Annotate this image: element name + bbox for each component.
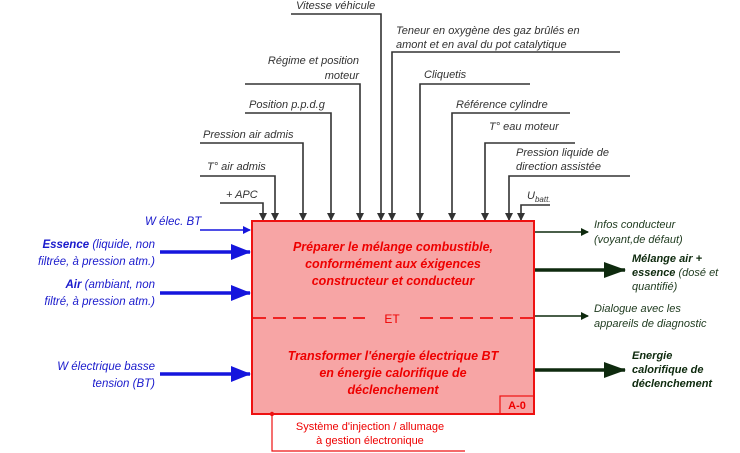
label-welec-basse-line2: tension (BT) bbox=[92, 378, 155, 390]
input-arrows bbox=[160, 226, 251, 382]
box-top-line2: conformément aux éxigences bbox=[305, 257, 481, 271]
label-t-air: T° air admis bbox=[207, 161, 266, 173]
air-rest: (ambiant, non bbox=[81, 279, 155, 291]
mechanism: Système d'injection / allumage à gestion… bbox=[269, 411, 465, 452]
label-regime-line1: Régime et position bbox=[268, 55, 359, 67]
label-air-line2: filtré, à pression atm.) bbox=[44, 296, 155, 308]
label-apc: + APC bbox=[226, 189, 258, 201]
control-labels: Vitesse véhicule Teneur en oxygène des g… bbox=[203, 0, 609, 204]
control-line-apc bbox=[220, 202, 267, 221]
control-line-teneur bbox=[388, 51, 620, 221]
label-teneur-line2: amont et en aval du pot catalytique bbox=[396, 39, 567, 51]
label-cliquetis: Cliquetis bbox=[424, 69, 467, 81]
control-line-pression-liquide bbox=[505, 175, 630, 221]
label-pression-liquide-line1: Pression liquide de bbox=[516, 147, 609, 159]
control-line-pression-air bbox=[200, 142, 307, 221]
output-arrows bbox=[535, 228, 626, 378]
control-line-reference-cylindre bbox=[448, 112, 570, 221]
air-bold: Air bbox=[65, 279, 83, 291]
control-line-t-air bbox=[200, 175, 279, 221]
essence-bold: Essence bbox=[42, 239, 89, 251]
label-pression-liquide-line2: direction assistée bbox=[516, 161, 601, 173]
label-melange-line3: quantifié) bbox=[632, 281, 678, 293]
et-label: ET bbox=[384, 312, 400, 326]
label-welec-bt: W élec. BT bbox=[145, 216, 202, 228]
label-t-eau: T° eau moteur bbox=[489, 121, 560, 133]
box-ref-frame bbox=[499, 395, 535, 415]
label-essence-line2: filtrée, à pression atm.) bbox=[38, 256, 155, 268]
box-top-line1: Préparer le mélange combustible, bbox=[293, 240, 493, 254]
control-arrows bbox=[200, 13, 630, 221]
label-melange-line1: Mélange air + bbox=[632, 253, 703, 265]
label-melange-line2: essence (dosé et bbox=[632, 267, 719, 279]
label-regime-line2: moteur bbox=[325, 70, 361, 82]
melange-rest2: (dosé et bbox=[675, 267, 719, 279]
label-infos-line1: Infos conducteur bbox=[594, 219, 677, 231]
input-labels: W élec. BT Essence (liquide, non filtrée… bbox=[38, 216, 202, 390]
label-pression-air: Pression air admis bbox=[203, 129, 294, 141]
ubatt-main: U bbox=[527, 190, 535, 202]
control-line-regime bbox=[245, 83, 364, 221]
control-line-vitesse bbox=[291, 13, 385, 221]
mechanism-dot bbox=[269, 411, 275, 417]
function-box: ET Préparer le mélange combustible, conf… bbox=[251, 220, 535, 415]
label-teneur-line1: Teneur en oxygène des gaz brûlés en bbox=[396, 25, 580, 37]
label-mechanism-line1: Système d'injection / allumage bbox=[296, 421, 444, 433]
control-line-cliquetis bbox=[416, 83, 530, 221]
label-energie-line3: déclenchement bbox=[632, 378, 713, 390]
label-welec-basse-line1: W électrique basse bbox=[57, 361, 155, 373]
label-energie-line1: Energie bbox=[632, 350, 672, 362]
label-position-ppdg: Position p.p.d.g bbox=[249, 99, 326, 111]
box-bottom-line1: Transformer l'énergie électrique BT bbox=[288, 349, 500, 363]
label-infos-line2: (voyant,de défaut) bbox=[594, 234, 683, 246]
control-line-ubatt bbox=[517, 204, 550, 221]
output-labels: Infos conducteur (voyant,de défaut) Méla… bbox=[594, 219, 719, 390]
control-line-position-ppdg bbox=[245, 112, 335, 221]
label-dialogue-line2: appareils de diagnostic bbox=[594, 318, 707, 330]
label-energie-line2: calorifique de bbox=[632, 364, 704, 376]
box-ref-label: A-0 bbox=[508, 400, 526, 412]
label-essence-line1: Essence (liquide, non bbox=[42, 239, 155, 251]
box-bottom-line2: en énergie calorifique de bbox=[319, 366, 466, 380]
label-vitesse: Vitesse véhicule bbox=[296, 0, 375, 12]
label-reference-cylindre: Référence cylindre bbox=[456, 99, 548, 111]
control-line-t-eau bbox=[481, 142, 575, 221]
melange-bold2: essence bbox=[632, 267, 675, 279]
ubatt-sub: batt. bbox=[535, 195, 551, 204]
label-dialogue-line1: Dialogue avec les bbox=[594, 303, 681, 315]
box-top-line3: constructeur et conducteur bbox=[312, 274, 476, 288]
label-air-line1: Air (ambiant, non bbox=[65, 279, 156, 291]
essence-rest: (liquide, non bbox=[89, 239, 155, 251]
box-bottom-line3: déclenchement bbox=[347, 383, 439, 397]
mechanism-line bbox=[271, 414, 465, 452]
label-mechanism-line2: à gestion électronique bbox=[316, 435, 424, 447]
label-ubatt: Ubatt. bbox=[527, 190, 551, 204]
